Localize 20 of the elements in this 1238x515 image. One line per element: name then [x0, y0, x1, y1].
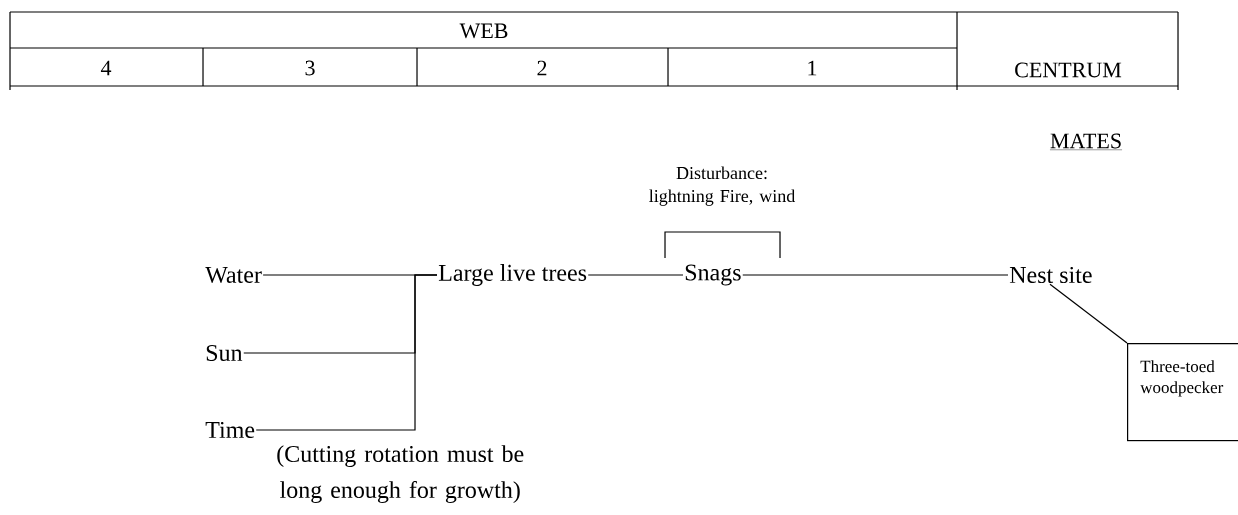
table-cell-text: 4 — [100, 60, 112, 76]
node-label: Nest site — [1009, 266, 1092, 284]
node-label: Large live trees — [438, 264, 587, 286]
node-label: Sun — [206, 344, 243, 362]
connector-line — [742, 274, 1009, 276]
table-cell-text: CENTRUM — [1015, 62, 1122, 78]
underlined-heading: MATES — [1049, 133, 1123, 150]
table-cell-text: 1 — [808, 60, 817, 76]
connector-line — [255, 274, 438, 431]
node-label: Snags — [685, 264, 741, 286]
table-cell-text: WEB — [459, 23, 508, 39]
note-text: (Cutting rotation must be long enough for growth) — [277, 445, 524, 504]
connector-line — [1049, 283, 1128, 344]
annotation-text: Disturbance: lightning Fire, wind — [649, 166, 796, 206]
node-label: Time — [205, 421, 255, 439]
table-cell-text: 2 — [537, 60, 547, 76]
connector-line — [587, 274, 684, 276]
table-cell-text: 3 — [305, 60, 315, 76]
node-label: Water — [205, 266, 262, 284]
callout-box: Three-toed woodpecker — [1127, 343, 1238, 442]
